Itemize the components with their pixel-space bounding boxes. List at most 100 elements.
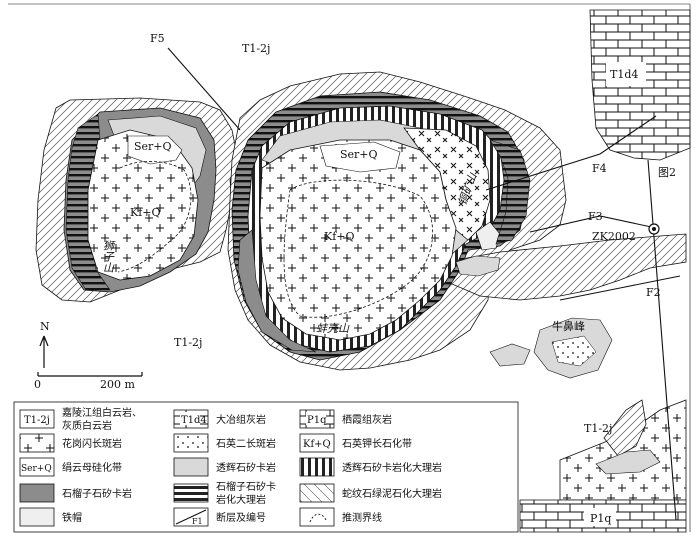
quartz-monzonite-niubifeng [551,335,597,367]
legend-symbol-t1j: T1-2j [24,415,50,426]
legend-text-granodiorite: 花岗闪长斑岩 [62,437,122,450]
legend-text-serpentine-marble: 蛇纹石绿泥石化大理岩 [342,487,442,500]
legend-swatch-ser-q [19,457,55,477]
fault-f5 [167,47,241,131]
legend-swatch-inferred-boundary [299,507,335,527]
legend-swatch-diopside-skarn [173,457,209,477]
legend-symbol-kf-q: Kf+Q [303,439,331,450]
label-fault-f2: F2 [646,286,661,299]
label-ser-q-left: Ser+Q [134,140,172,153]
legend-swatch-granodiorite [19,433,55,453]
diopside-skarn-lens-east [455,255,501,277]
legend-item-t1d4: T1d4 大冶组灰岩 [173,409,266,429]
legend-text-garnet-skarn-marble-line2: 岩化大理岩 [216,493,266,506]
legend-item-t1j: T1-2j 嘉陵江组白云岩、 灰质白云岩 [19,406,142,432]
legend-item-serpentine-marble: 蛇纹石绿泥石化大理岩 [299,483,442,503]
map-labels: T1-2j T1-2j T1-2j T1d4 P1q Ser+Q Ser+Q K… [34,32,676,525]
label-fault-f5: F5 [150,32,165,45]
label-fault-f3: F3 [588,210,603,223]
label-kf-q-right: Kf+Q [324,230,355,243]
granodiorite-central [259,139,457,341]
scale-start: 0 [34,378,41,391]
legend-swatch-gossan [19,507,55,527]
p1q-label-box [584,508,616,526]
legend-swatch-garnet-skarn-marble [173,483,209,503]
map-border [8,3,691,532]
legend-text-quartz-monzonite: 石英二长斑岩 [216,437,276,450]
legend-text-p1q: 栖霞组灰岩 [342,413,392,426]
legend-text-garnet-skarn-marble-line1: 石榴子石矽卡 [216,480,276,493]
legend-item-p1q: P1q 栖霞组灰岩 [299,409,392,429]
legend-item-garnet-skarn: 石榴子石矽卡岩 [19,483,132,503]
legend-item-granodiorite: 花岗闪长斑岩 [19,433,122,453]
legend-swatch-p1q-box [306,412,326,425]
place-bangkeshan: 蚌壳山 [316,322,350,335]
label-p1q: P1q [590,512,611,525]
ser-q-zone-central [319,141,401,173]
label-t1j-left: T1-2j [174,336,202,349]
legend-swatch-t1j [19,409,55,429]
legend-swatch-serpentine-marble [299,483,335,503]
fault-f4 [485,115,657,191]
legend-symbol-ser-q: Ser+Q [21,464,52,474]
legend-swatch-diopside-skarn-marble [299,457,335,477]
legend-text-gossan: 铁帽 [62,511,82,524]
east-skarn-dark [489,139,531,245]
legend-fault-line-icon [175,509,207,525]
label-t1j-right: T1-2j [584,422,612,435]
garnet-skarn-central-band [237,229,317,353]
figure-label: 图2 [658,166,676,179]
legend-text-diopside-skarn-marble: 透辉石矽卡岩化大理岩 [342,461,442,474]
label-fault-f4: F4 [592,162,607,175]
legend-swatch-t1d4-box [180,412,200,425]
legend-symbol-t1d4: T1d4 [181,415,207,426]
legend-symbol-p1q: P1q [307,415,327,426]
legend-text-fault: 断层及编号 [216,511,266,524]
legend-text-t1j-line2: 灰质白云岩 [62,419,112,432]
legend-item-garnet-skarn-marble: 石榴子石矽卡 岩化大理岩 [173,480,276,506]
legend-symbol-fault: F1 [192,517,203,526]
legend-item-kf-q: Kf+Q 石英钾长石化带 [299,433,412,453]
label-ser-q-right: Ser+Q [340,148,378,161]
legend-text-diopside-skarn: 透辉石矽卡岩 [216,461,276,474]
legend-text-inferred-boundary: 推测界线 [342,511,382,524]
legend-text-garnet-skarn: 石榴子石矽卡岩 [62,487,132,500]
legend-text-t1j-line1: 嘉陵江组白云岩、 [62,406,142,419]
legend-swatch-kf-q [299,433,335,453]
diopside-skarn-southeast [595,449,661,475]
label-t1d4: T1d4 [610,68,638,81]
legend-item-ser-q: Ser+Q 绢云母硅化带 [19,457,122,477]
fault-f3 [529,215,657,233]
legend-swatch-garnet-skarn [19,483,55,503]
ser-q-zone-left [127,135,183,165]
legend-inferred-boundary-icon [309,513,327,523]
t1d4-label-box [606,62,646,86]
north-arrow-icon [39,335,49,368]
legend-text-t1d4: 大冶组灰岩 [216,413,266,426]
dolomite-area-band-right [444,233,687,301]
scale-bar [37,372,143,377]
legend-item-gossan: 铁帽 [19,507,82,527]
scale-end: 200 m [100,378,135,391]
kf-q-boundary-central [283,179,433,318]
legend: T1-2j 嘉陵江组白云岩、 灰质白云岩 T1d4 大冶组灰岩 P1q 栖霞组灰… [13,401,519,533]
legend-item-diopside-skarn: 透辉石矽卡岩 [173,457,276,477]
borehole-label: ZK2002 [592,230,636,243]
legend-text-kf-q: 石英钾长石化带 [342,437,412,450]
legend-item-fault: F1 断层及编号 [173,507,266,527]
map-frame [8,3,691,533]
fault-f2 [559,275,681,301]
legend-frame [13,401,519,533]
legend-item-inferred-boundary: 推测界线 [299,507,382,527]
legend-item-diopside-skarn-marble: 透辉石矽卡岩化大理岩 [299,457,442,477]
legend-item-quartz-monzonite: 石英二长斑岩 [173,433,276,453]
place-niubifeng: 牛鼻峰 [552,319,585,333]
legend-swatch-quartz-monzonite [173,433,209,453]
north-arrow-label: N [40,320,50,333]
diopside-skarn-small-lens [489,343,531,367]
label-kf-q-left: Kf+Q [130,206,161,219]
place-shizishan: 狮子山 [101,240,115,273]
borehole-zk2002-dot [652,227,656,231]
